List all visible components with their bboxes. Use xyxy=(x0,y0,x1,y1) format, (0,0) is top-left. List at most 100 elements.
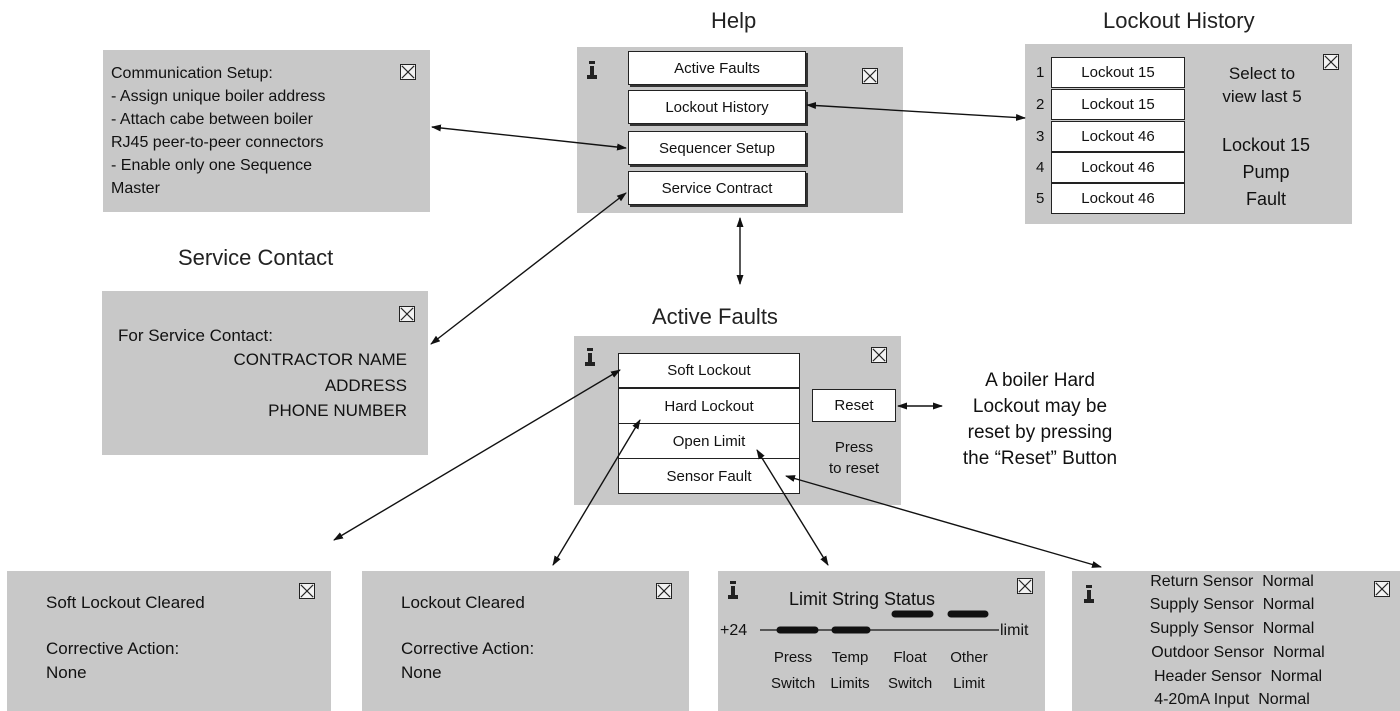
active-faults-title: Active Faults xyxy=(652,304,778,329)
close-icon[interactable] xyxy=(862,68,878,84)
communication-setup-line: Master xyxy=(111,180,160,197)
lockout-history-title: Lockout History xyxy=(1103,8,1255,33)
lockout-hint: Select to xyxy=(1228,64,1296,83)
switch-label-top: Float xyxy=(893,649,927,666)
lockout-number: 5 xyxy=(1036,190,1045,207)
switch-label-top: Other xyxy=(950,649,988,666)
service-contact-heading: For Service Contact: xyxy=(118,326,273,345)
service-contact-panel: For Service Contact: CONTRACTOR NAME ADD… xyxy=(102,291,428,455)
sensor-row: 4-20mA Input Normal xyxy=(1112,691,1352,709)
contractor-address: ADDRESS xyxy=(324,376,407,395)
sensor-row: Supply Sensor Normal xyxy=(1112,620,1352,638)
active-faults-button[interactable]: Active Faults xyxy=(628,51,806,85)
limit-string-panel: Limit String Status +24 limit Press Swit… xyxy=(718,571,1045,711)
switch-label-bottom: Switch xyxy=(771,675,816,692)
corrective-action-value: None xyxy=(46,663,87,682)
info-icon xyxy=(587,61,597,79)
sensor-status: Normal xyxy=(1270,668,1323,685)
communication-setup-line: - Assign unique boiler address xyxy=(111,88,326,105)
close-icon[interactable] xyxy=(1374,581,1390,597)
help-title: Help xyxy=(711,8,757,33)
close-icon[interactable] xyxy=(399,306,415,322)
lockout-history-item[interactable]: Lockout 46 xyxy=(1051,183,1185,214)
reset-note-line: reset by pressing xyxy=(967,422,1113,443)
limit-string-diagram xyxy=(760,610,999,634)
reset-note-line: A boiler Hard xyxy=(985,370,1095,391)
sensor-name: 4-20mA Input xyxy=(1154,691,1250,708)
arrow-service-contact xyxy=(430,192,627,345)
corrective-action-label: Corrective Action: xyxy=(401,639,535,658)
plus24-label: +24 xyxy=(720,622,748,639)
sequencer-setup-button[interactable]: Sequencer Setup xyxy=(628,131,806,165)
switch-label-bottom: Limits xyxy=(830,675,870,692)
switch-label-bottom: Limit xyxy=(953,675,985,692)
lockout-history-item[interactable]: Lockout 46 xyxy=(1051,152,1185,183)
close-icon[interactable] xyxy=(299,583,315,599)
sensor-row: Header Sensor Normal xyxy=(1112,668,1364,686)
status-text: Soft Lockout Cleared xyxy=(46,593,205,612)
sensor-name: Header Sensor xyxy=(1153,668,1262,685)
lockout-detail: Fault xyxy=(1245,189,1287,209)
sensor-name: Outdoor Sensor xyxy=(1151,644,1265,661)
lockout-history-panel: 1 2 3 4 5 Lockout 15 Lockout 15 Lockout … xyxy=(1025,44,1352,224)
communication-setup-line: - Enable only one Sequence xyxy=(111,157,313,174)
limit-label: limit xyxy=(1000,622,1029,639)
switch-label-top: Temp xyxy=(831,649,869,666)
info-icon xyxy=(585,348,595,366)
lockout-hint: view last 5 xyxy=(1222,87,1302,106)
contractor-phone: PHONE NUMBER xyxy=(268,401,407,420)
service-contract-button[interactable]: Service Contract xyxy=(628,171,806,205)
sensor-row: Return Sensor Normal xyxy=(1112,573,1352,591)
communication-setup-line: RJ45 peer-to-peer connectors xyxy=(111,134,324,151)
sensor-status: Normal xyxy=(1258,691,1310,708)
hard-lockout-button[interactable]: Hard Lockout xyxy=(618,388,800,424)
corrective-action-label: Corrective Action: xyxy=(46,639,180,658)
sensor-status: Normal xyxy=(1262,573,1314,590)
sensor-row: Supply Sensor Normal xyxy=(1112,596,1352,614)
close-icon[interactable] xyxy=(1323,54,1339,70)
reset-button[interactable]: Reset xyxy=(812,389,896,422)
sensor-name: Supply Sensor xyxy=(1149,596,1254,613)
close-icon[interactable] xyxy=(1017,578,1033,594)
switch-label-bottom: Switch xyxy=(888,675,933,692)
status-text: Lockout Cleared xyxy=(401,593,525,612)
communication-setup-line: - Attach cabe between boiler xyxy=(111,111,313,128)
lockout-number: 4 xyxy=(1036,159,1045,176)
lockout-history-item[interactable]: Lockout 15 xyxy=(1051,89,1185,120)
info-icon xyxy=(1084,585,1094,603)
reset-note-line: Lockout may be xyxy=(972,396,1108,417)
active-faults-panel: Soft Lockout Hard Lockout Open Limit Sen… xyxy=(574,336,901,505)
lockout-detail: Pump xyxy=(1242,162,1290,182)
soft-lockout-cleared-panel: Soft Lockout Cleared Corrective Action: … xyxy=(7,571,331,711)
sensor-status: Normal xyxy=(1273,644,1325,661)
sensor-name: Return Sensor xyxy=(1150,573,1254,590)
lockout-number: 3 xyxy=(1036,128,1045,145)
sensor-row: Outdoor Sensor Normal xyxy=(1112,644,1364,662)
open-limit-button[interactable]: Open Limit xyxy=(618,423,800,459)
sensor-name: Supply Sensor xyxy=(1149,620,1254,637)
limit-string-title: Limit String Status xyxy=(789,589,936,609)
info-icon xyxy=(728,581,738,599)
lockout-cleared-panel: Lockout Cleared Corrective Action: None xyxy=(362,571,689,711)
close-icon[interactable] xyxy=(656,583,672,599)
sensor-status-panel: Return Sensor Normal Supply Sensor Norma… xyxy=(1072,571,1400,711)
close-icon[interactable] xyxy=(871,347,887,363)
sensor-status: Normal xyxy=(1262,596,1315,613)
reset-note-line: the “Reset” Button xyxy=(962,448,1118,469)
help-panel: Active Faults Lockout History Sequencer … xyxy=(577,47,903,213)
lockout-history-item[interactable]: Lockout 46 xyxy=(1051,121,1185,152)
lockout-detail: Lockout 15 xyxy=(1221,135,1311,155)
soft-lockout-button[interactable]: Soft Lockout xyxy=(618,353,800,388)
reset-hint: to reset xyxy=(828,460,880,477)
corrective-action-value: None xyxy=(401,663,442,682)
lockout-history-button[interactable]: Lockout History xyxy=(628,90,806,124)
close-icon[interactable] xyxy=(400,64,416,80)
lockout-number: 2 xyxy=(1036,96,1045,113)
sensor-fault-button[interactable]: Sensor Fault xyxy=(618,458,800,494)
lockout-number: 1 xyxy=(1036,64,1045,81)
reset-hint: Press xyxy=(834,439,874,456)
service-contact-title: Service Contact xyxy=(178,245,334,270)
sensor-status: Normal xyxy=(1262,620,1315,637)
lockout-history-item[interactable]: Lockout 15 xyxy=(1051,57,1185,88)
communication-setup-panel: Communication Setup: - Assign unique boi… xyxy=(103,50,430,212)
